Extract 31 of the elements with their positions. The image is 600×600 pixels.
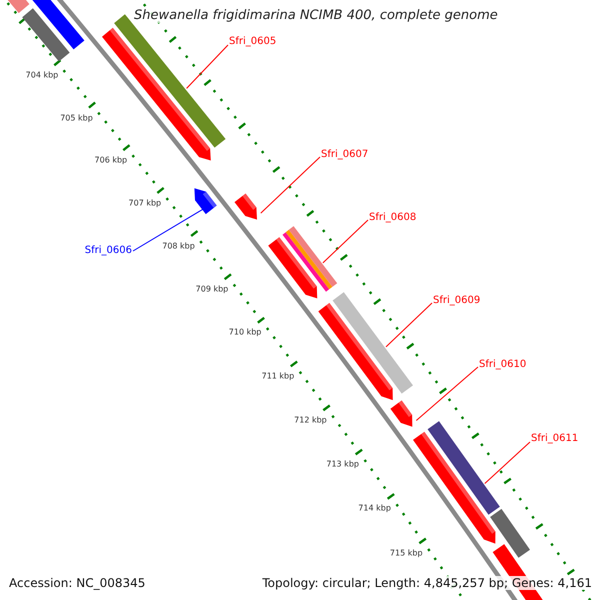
tick-label: 715 kbp <box>390 548 423 557</box>
tick-label: 713 kbp <box>326 459 359 468</box>
gene-label: Sfri_0605 <box>229 36 276 48</box>
map-title: Shewanella frigidimarina NCIMB 400, complete genome <box>132 8 500 23</box>
gene-label: Sfri_0608 <box>369 212 416 224</box>
leader-line <box>132 208 204 252</box>
leader-line <box>186 44 228 89</box>
accession-text: Accession: NC_008345 <box>9 576 146 590</box>
gene-label: Sfri_0610 <box>479 359 526 371</box>
tick-label: 708 kbp <box>162 241 195 250</box>
leader-line <box>386 302 432 348</box>
gene-block <box>234 194 257 220</box>
tick-label: 711 kbp <box>262 371 294 380</box>
gene-block <box>390 400 412 427</box>
leader-line <box>416 366 478 421</box>
gene-label: Sfri_0607 <box>321 149 368 161</box>
gene-block <box>194 188 217 214</box>
gene-label: Sfri_0609 <box>433 295 480 307</box>
gene-label: Sfri_0606 <box>84 245 132 257</box>
gene-block <box>413 421 500 544</box>
leader-line <box>322 220 368 264</box>
gene-block <box>268 226 338 298</box>
genome-info-text: Topology: circular; Length: 4,845,257 bp; Genes: 4,161 <box>262 576 592 590</box>
leader-line <box>484 442 530 484</box>
tick-label: 709 kbp <box>196 284 228 294</box>
tick-label: 707 kbp <box>128 198 162 208</box>
leader-line <box>260 156 320 214</box>
gene-label: Sfri_0611 <box>531 433 578 445</box>
gene-block <box>318 292 413 400</box>
tick-label: 706 kbp <box>94 156 128 165</box>
tick-label: 704 kbp <box>26 70 58 80</box>
